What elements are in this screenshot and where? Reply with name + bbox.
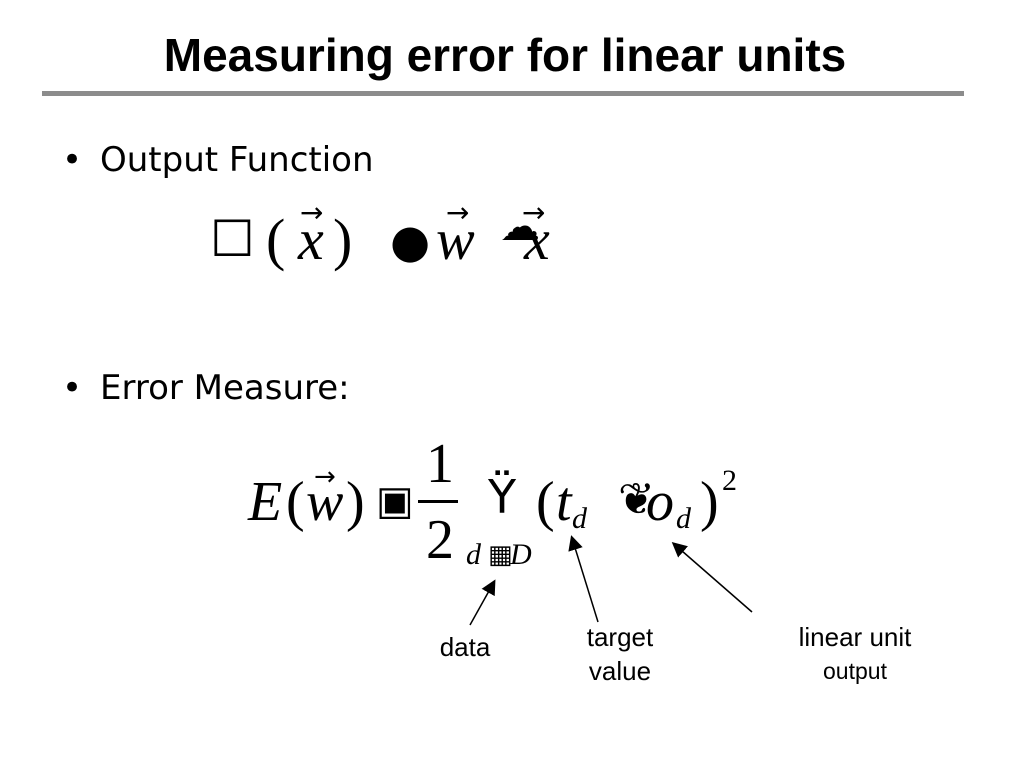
error-var-E: E	[248, 471, 283, 533]
output-var-x: x	[298, 207, 324, 272]
output-var-w: w	[436, 207, 475, 272]
label-linear-line1: linear unit	[798, 622, 912, 652]
vector-arrow-icon: →	[522, 196, 546, 229]
vector-arrow-icon: →	[300, 196, 324, 229]
title-divider	[42, 91, 964, 96]
error-o-sub-d: d	[676, 502, 691, 535]
label-target-line1: target	[586, 622, 654, 652]
bullet-output-function: • Output Function	[62, 140, 374, 180]
fraction-bar	[418, 500, 458, 503]
error-var-t: t	[556, 471, 572, 533]
vector-arrow-icon: →	[314, 462, 336, 492]
label-linear-unit-output: linear unit output	[770, 620, 940, 688]
error-var-o: o	[646, 471, 674, 533]
output-var-x2: x	[524, 207, 550, 272]
sum-set-D: D	[510, 538, 532, 571]
label-target-value: target value	[560, 620, 680, 688]
label-data: data	[439, 632, 491, 662]
error-bracket-open: (	[536, 471, 555, 533]
error-exponent: 2	[722, 464, 737, 497]
element-of-icon: ▦	[488, 540, 513, 570]
fraction-numerator: 1	[426, 433, 454, 495]
output-paren-open: (	[266, 207, 286, 272]
error-paren-open: (	[286, 471, 305, 533]
operator-dot-icon: ●	[390, 214, 431, 268]
equals-radio-icon: ▣	[376, 478, 414, 524]
operator-cloud-icon: ☁	[500, 204, 540, 250]
error-t-sub-d: d	[572, 502, 587, 535]
vector-arrow-icon: →	[446, 196, 470, 229]
error-bracket-close: )	[700, 471, 719, 533]
arrow-target	[568, 535, 599, 623]
bullet-dot: •	[62, 140, 83, 180]
bullet-text: Error Measure:	[100, 368, 350, 408]
output-symbol-icon: ☐	[210, 210, 255, 268]
bullet-dot: •	[62, 368, 83, 408]
minus-ribbon-icon: ❦	[618, 474, 655, 525]
label-target-line2: value	[588, 656, 652, 686]
label-linear-line2: output	[823, 658, 887, 684]
error-paren-close: )	[346, 471, 365, 533]
bullet-text: Output Function	[100, 140, 374, 180]
fraction-denominator: 2	[426, 509, 454, 571]
sum-index-d: d	[466, 538, 481, 571]
bullet-error-measure: • Error Measure:	[62, 368, 350, 408]
error-var-w: w	[306, 471, 344, 533]
sum-glass-icon: Ÿ	[488, 470, 517, 524]
arrow-data	[469, 579, 496, 626]
output-paren-close: )	[333, 207, 353, 272]
arrow-linear-output	[671, 542, 753, 613]
slide-title: Measuring error for linear units	[163, 29, 847, 81]
